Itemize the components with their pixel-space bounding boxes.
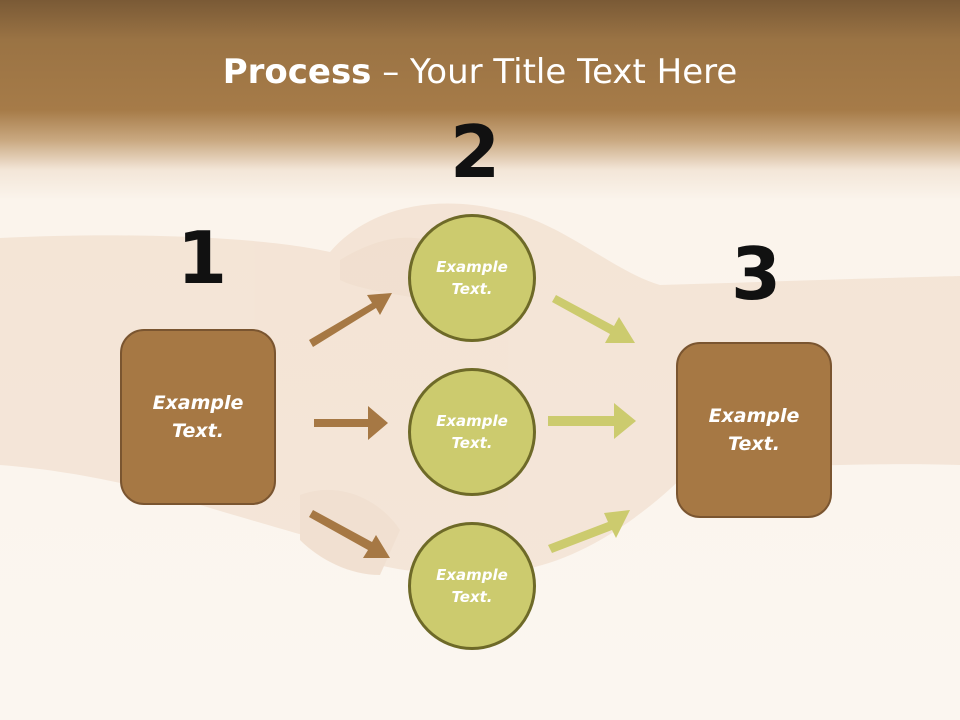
step-3-label: Example Text.	[708, 404, 800, 456]
step-2-number: 2	[450, 110, 501, 194]
arrow-1-to-2-middle	[314, 406, 388, 440]
step-3-number: 3	[731, 232, 782, 316]
circle-label-bottom: Example Text.	[436, 565, 508, 607]
circle-label-top: Example Text.	[436, 257, 508, 299]
arrow-1-to-2-top	[309, 293, 392, 347]
step-2-circle-bottom: Example Text.	[408, 522, 536, 650]
slide-title: Process – Your Title Text Here	[0, 52, 960, 92]
title-rest: – Your Title Text Here	[371, 52, 738, 92]
arrow-2-to-3-top	[552, 295, 635, 343]
arrow-1-to-2-bottom	[309, 510, 390, 558]
step-2-circle-middle: Example Text.	[408, 368, 536, 496]
step-1-number: 1	[177, 216, 228, 300]
step-1-label: Example Text.	[152, 391, 244, 443]
arrow-2-to-3-middle	[548, 403, 636, 439]
step-1-box: Example Text.	[120, 329, 276, 505]
arrow-2-to-3-bottom	[548, 510, 630, 553]
step-2-circle-top: Example Text.	[408, 214, 536, 342]
circle-label-middle: Example Text.	[436, 411, 508, 453]
step-3-box: Example Text.	[676, 342, 832, 518]
title-bold: Process	[222, 52, 372, 92]
